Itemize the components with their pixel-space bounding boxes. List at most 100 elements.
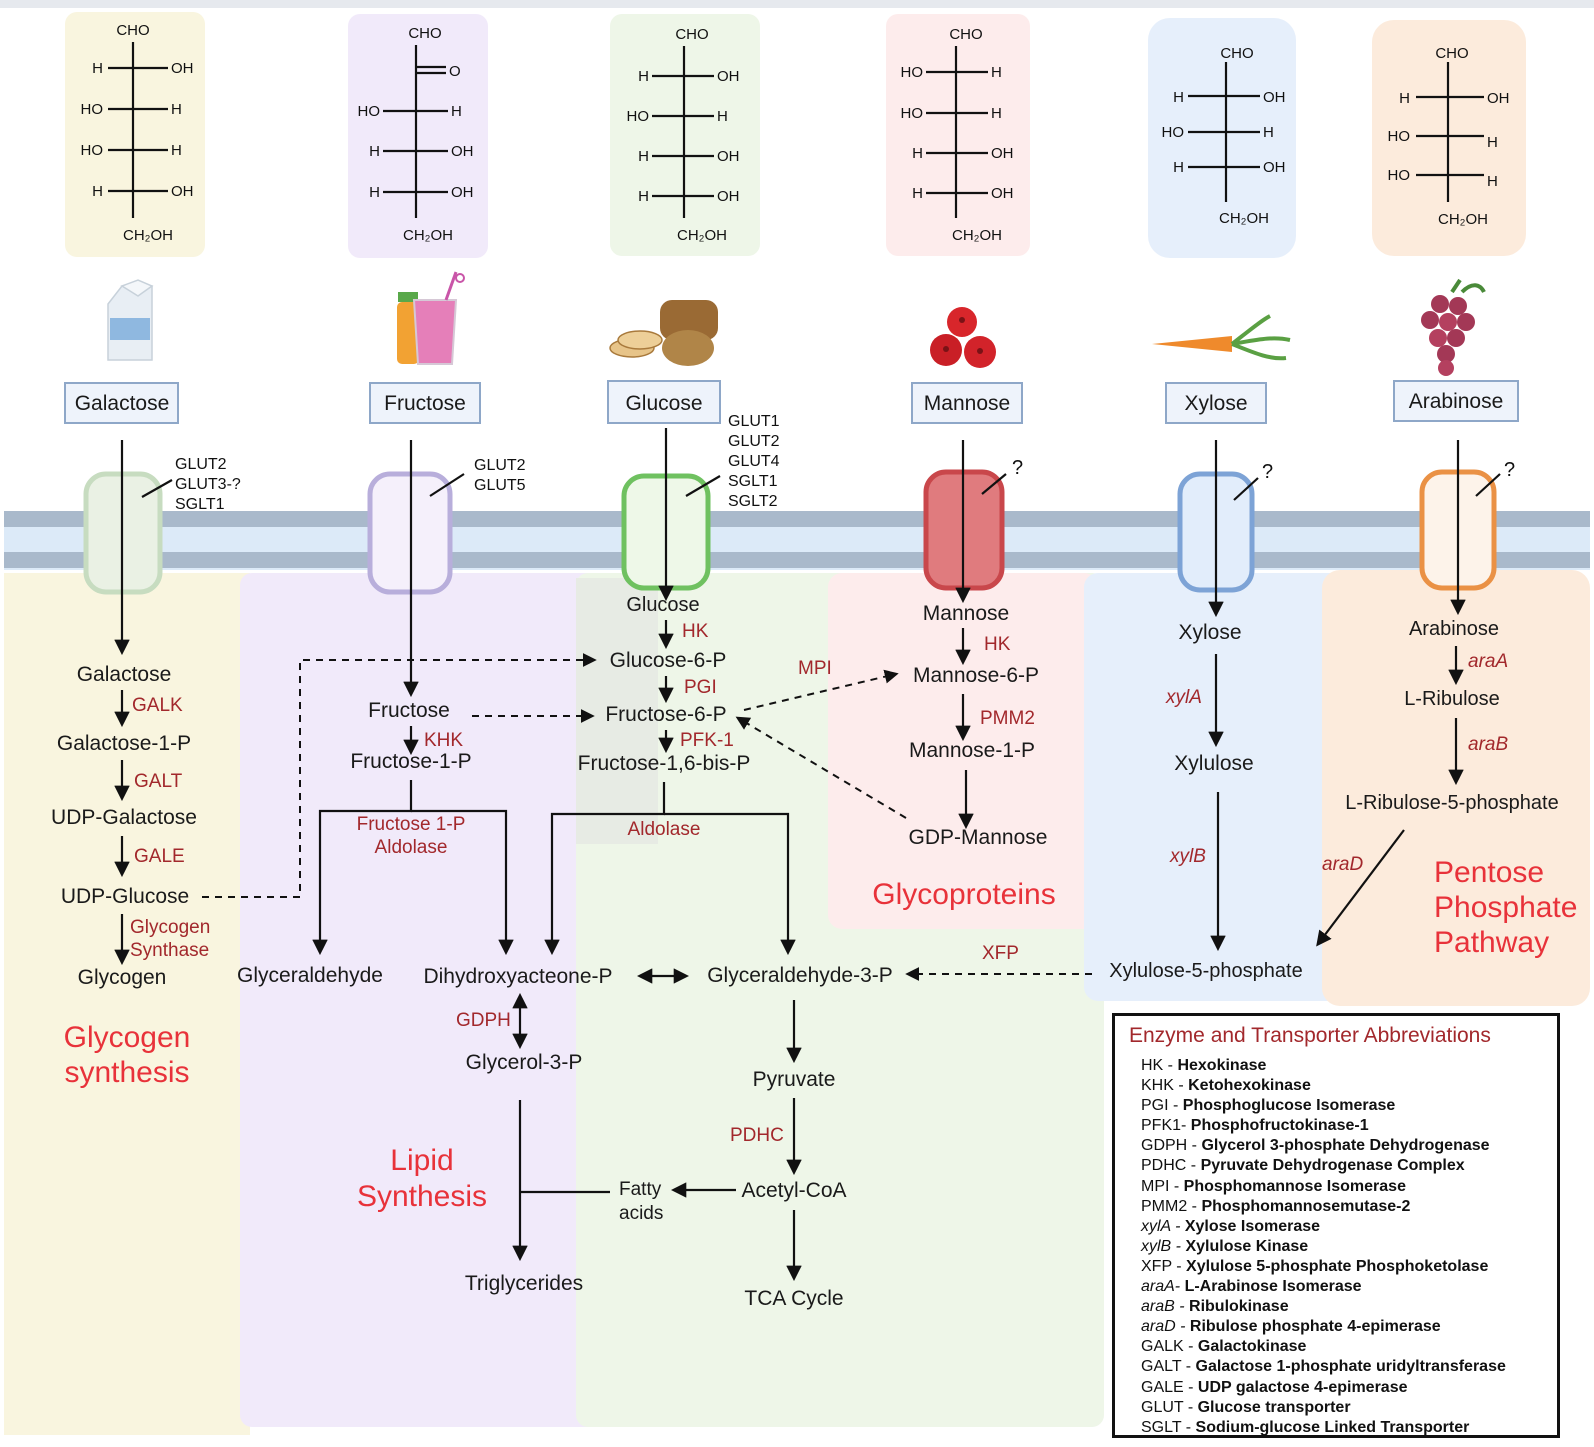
fischer-left: H <box>638 148 649 165</box>
udp-glucose-to-g6p-link <box>202 653 597 898</box>
metabolite-xylulose-5-phosphate: Xylulose-5-phosphate <box>1109 960 1302 982</box>
pathway-title-glycogen: Glycogen <box>64 1021 191 1054</box>
legend-abbreviation: araB - <box>1141 1298 1190 1316</box>
enzyme-hk: HK <box>682 621 709 642</box>
fischer-left: H <box>92 183 103 200</box>
legend-abbreviation: KHK - <box>1141 1077 1189 1095</box>
transporter-name: GLUT2 <box>175 456 227 473</box>
abbreviation-legend: Enzyme and Transporter Abbreviations HK … <box>1112 1013 1560 1438</box>
legend-title: Enzyme and Transporter Abbreviations <box>1129 1024 1491 1047</box>
fischer-left: HO <box>81 101 104 118</box>
legend-abbreviation: GALK - <box>1141 1338 1198 1356</box>
transporter-pointer <box>685 475 721 497</box>
unknown-transporter-mark: ? <box>1012 457 1023 479</box>
legend-abbreviation: PDHC - <box>1141 1157 1201 1175</box>
metabolite-mannose: Mannose <box>923 602 1009 625</box>
fischer-right: H <box>451 103 462 120</box>
legend-entry: GDPH - Glycerol 3-phosphate Dehydrogenas… <box>1141 1136 1545 1156</box>
enzyme-hk-mannose: HK <box>984 634 1011 655</box>
legend-full-name: Phosphomannosemutase-2 <box>1201 1197 1411 1215</box>
fischer-top: CHO <box>1435 45 1468 62</box>
fischer-right: OH <box>717 148 740 165</box>
legend-full-name: Phosphofructokinase-1 <box>1190 1117 1369 1135</box>
fischer-right: H <box>1487 134 1498 151</box>
legend-entry: araB - Ribulokinase <box>1141 1297 1545 1317</box>
legend-full-name: Glucose transporter <box>1197 1398 1351 1416</box>
fischer-right: OH <box>717 68 740 85</box>
grape-icon <box>1421 278 1486 376</box>
legend-full-name: Ribulokinase <box>1189 1298 1289 1316</box>
legend-entry: SGLT - Sodium-glucose Linked Transporter <box>1141 1418 1545 1438</box>
fischer-right: H <box>171 101 182 118</box>
legend-entry: HK - Hexokinase <box>1141 1056 1545 1076</box>
enzyme-pfk1: PFK-1 <box>680 730 734 751</box>
fischer-right: OH <box>717 188 740 205</box>
legend-abbreviation: GALE - <box>1141 1378 1198 1396</box>
sugar-box-mannose <box>911 382 1023 424</box>
legend-full-name: Sodium-glucose Linked Transporter <box>1195 1418 1470 1436</box>
reaction-arrow <box>544 782 666 956</box>
legend-full-name: Phosphomannose Isomerase <box>1183 1177 1406 1195</box>
fischer-left: HO <box>901 105 924 122</box>
metabolite-l-ribulose: L-Ribulose <box>1404 688 1500 710</box>
fischer-left: HO <box>358 103 381 120</box>
legend-abbreviation: PMM2 - <box>1141 1197 1202 1215</box>
legend-abbreviation: PGI - <box>1141 1097 1183 1115</box>
reaction-arrow <box>312 780 413 956</box>
fischer-right: H <box>171 142 182 159</box>
pathway-title-ppp: Pathway <box>1434 926 1549 959</box>
metabolite-arabinose: Arabinose <box>1409 618 1499 640</box>
enzyme-aldolase: Aldolase <box>628 819 701 840</box>
fischer-left: H <box>638 68 649 85</box>
xylose-region <box>1084 573 1346 1001</box>
legend-full-name: Ketohexokinase <box>1188 1077 1311 1095</box>
fischer-glucose: CHO H OH HO H H OH H OH CH₂OH <box>627 26 740 244</box>
fischer-left: HO <box>1388 167 1411 184</box>
fischer-top: CHO <box>675 26 708 43</box>
metabolite-glycogen: Glycogen <box>78 966 167 989</box>
legend-entry: xylA - Xylose Isomerase <box>1141 1217 1545 1237</box>
sugar-glucose-label: Glucose <box>625 392 702 415</box>
sugar-fructose-label: Fructose <box>384 392 466 415</box>
legend-full-name: Xylose Isomerase <box>1184 1217 1321 1235</box>
bread-potato-icon <box>609 300 718 366</box>
cell-membrane <box>4 511 1590 570</box>
f6p-mannose6p-link <box>743 669 899 711</box>
fischer-bottom: CH₂OH <box>1219 210 1269 227</box>
enzyme-gale: GALE <box>134 846 185 867</box>
fischer-right: OH <box>1263 89 1286 106</box>
carrot-icon <box>1152 314 1291 361</box>
fischer-left: HO <box>901 64 924 81</box>
transporter-name: SGLT1 <box>175 496 225 513</box>
fischer-left: H <box>369 184 380 201</box>
metabolite-fructose-6-p: Fructose-6-P <box>605 703 726 726</box>
enzyme-pgi: PGI <box>684 677 717 698</box>
top-strip <box>0 0 1594 8</box>
legend-abbreviation: GLUT - <box>1141 1398 1198 1416</box>
pathway-title-ppp: Phosphate <box>1434 891 1577 924</box>
legend-abbreviation: xylB - <box>1141 1237 1186 1255</box>
sugar-box-glucose <box>607 380 721 424</box>
legend-entry: PFK1- Phosphofructokinase-1 <box>1141 1116 1545 1136</box>
enzyme-glycogen-synthase-1: Glycogen <box>130 917 210 938</box>
fischer-right: OH <box>991 145 1014 162</box>
enzyme-mpi: MPI <box>798 658 832 679</box>
metabolite-tca-cycle: TCA Cycle <box>744 1287 843 1310</box>
enzyme-fructose-1p-aldolase-1: Fructose 1-P <box>357 814 466 835</box>
legend-full-name: Pyruvate Dehydrogenase Complex <box>1200 1157 1465 1175</box>
metabolite-mannose-1-p: Mannose-1-P <box>909 739 1035 762</box>
enzyme-fructose-1p-aldolase-2: Aldolase <box>375 837 448 858</box>
fischer-right: H <box>717 108 728 125</box>
fischer-left: H <box>912 145 923 162</box>
metabolite-glucose: Glucose <box>626 594 699 616</box>
pathway-title-lipid: Synthesis <box>357 1180 487 1213</box>
mannose-region <box>828 573 1098 929</box>
fischer-bottom: CH₂OH <box>952 227 1002 244</box>
metabolite-xylulose: Xylulose <box>1174 752 1253 775</box>
unknown-transporter-mark: ? <box>1262 461 1273 483</box>
fischer-right: OH <box>991 185 1014 202</box>
legend-entry: araD - Ribulose phosphate 4-epimerase <box>1141 1317 1545 1337</box>
fischer-bottom: CH₂OH <box>1438 211 1488 228</box>
legend-entry: PGI - Phosphoglucose Isomerase <box>1141 1096 1545 1116</box>
